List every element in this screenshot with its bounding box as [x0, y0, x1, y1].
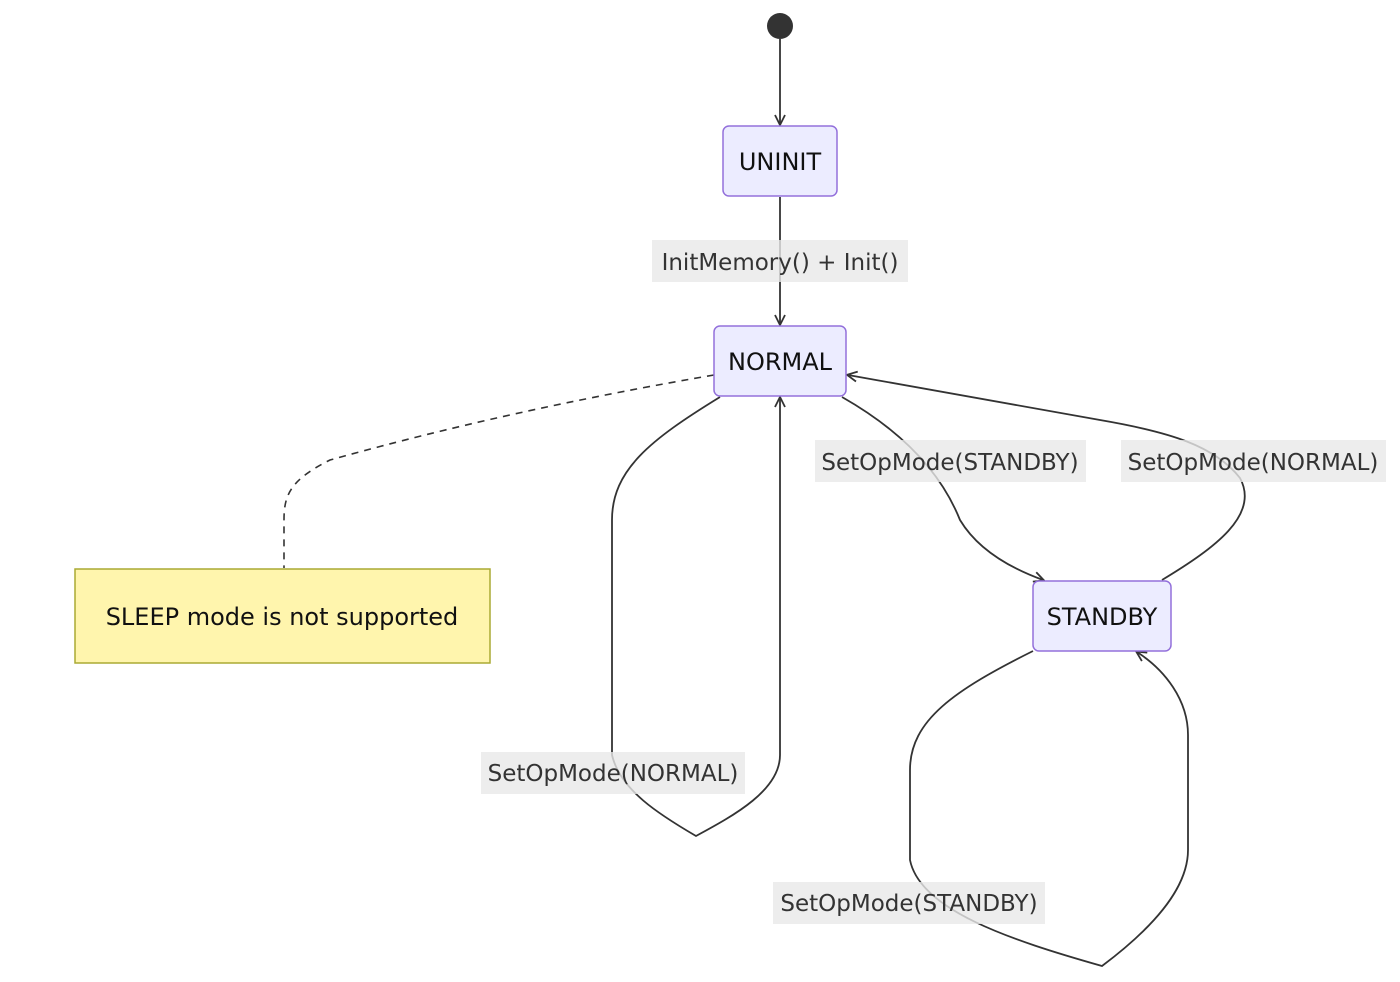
- note-text: SLEEP mode is not supported: [106, 603, 459, 631]
- initial-state-dot: [767, 13, 793, 39]
- edge-label-uninit-to-normal-text: InitMemory() + Init(): [662, 250, 899, 276]
- state-normal: NORMAL: [713, 325, 847, 397]
- edge-label-standby-self: SetOpMode(STANDBY): [773, 882, 1045, 924]
- state-uninit: UNINIT: [722, 125, 838, 197]
- state-standby-label: STANDBY: [1047, 603, 1158, 631]
- note-sleep-mode: SLEEP mode is not supported: [74, 568, 491, 664]
- state-standby: STANDBY: [1032, 580, 1172, 652]
- edge-standby-self-loop: [909, 650, 1189, 967]
- note-connector: [283, 374, 715, 568]
- edge-label-standby-to-normal-text: SetOpMode(NORMAL): [1128, 450, 1379, 476]
- edge-label-uninit-to-normal: InitMemory() + Init(): [652, 240, 908, 282]
- edge-label-normal-self: SetOpMode(NORMAL): [481, 752, 745, 794]
- state-uninit-label: UNINIT: [739, 148, 822, 176]
- edge-normal-to-standby: [841, 396, 1043, 580]
- edge-label-standby-to-normal: SetOpMode(NORMAL): [1121, 440, 1386, 482]
- state-normal-label: NORMAL: [728, 348, 833, 376]
- edge-label-normal-to-standby: SetOpMode(STANDBY): [815, 440, 1086, 482]
- edge-label-normal-self-text: SetOpMode(NORMAL): [488, 761, 739, 787]
- edge-label-standby-self-text: SetOpMode(STANDBY): [780, 891, 1037, 917]
- edge-label-normal-to-standby-text: SetOpMode(STANDBY): [821, 450, 1078, 476]
